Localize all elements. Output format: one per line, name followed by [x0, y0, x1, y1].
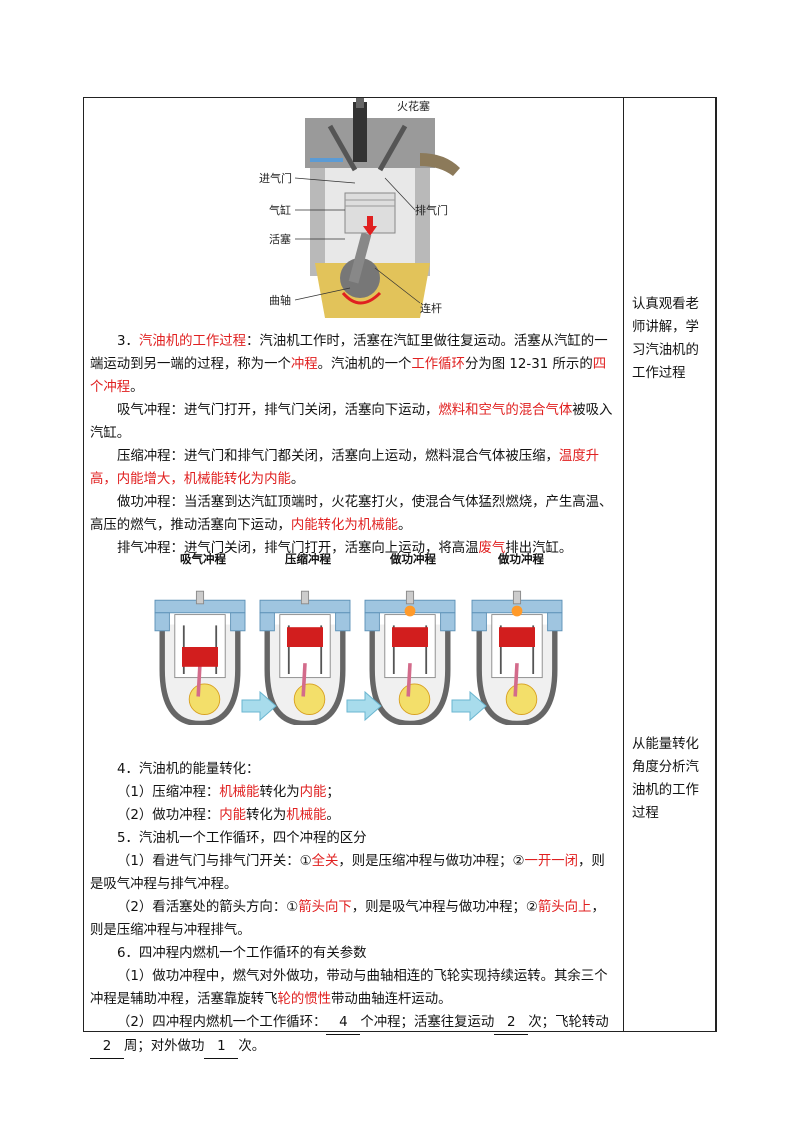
section-4-line-2: （2）做功冲程：内能转化为机械能。: [117, 808, 340, 823]
label-exhaust-valve: 排气门: [415, 203, 448, 217]
table-frame: [83, 97, 717, 1032]
section-3: 3．汽油机的工作过程：汽油机工作时，活塞在汽缸里做往复运动。活塞从汽缸的一端运动…: [90, 334, 608, 395]
label-spark-plug: 火花塞: [397, 99, 430, 113]
cylinder-power: [365, 591, 455, 723]
column-divider: [623, 97, 624, 1032]
engine-cutaway-figure: 火花塞 进气门 气缸 排气门 活塞 曲轴 连杆: [259, 98, 460, 318]
blank-reciprocations: 2: [494, 1011, 529, 1035]
stroke-title-4: 做功冲程: [497, 552, 544, 566]
section-4-head: 4．汽油机的能量转化：: [117, 762, 260, 777]
stroke-title-3: 做功冲程: [389, 552, 436, 566]
section-5-line-2: （2）看活塞处的箭头方向：①箭头向下，则是吸气冲程与做功冲程；②箭头向上，则是压…: [90, 900, 605, 938]
blank-rotations: 2: [90, 1035, 124, 1059]
power-stroke-text: 做功冲程：当活塞到达汽缸顶端时，火花塞打火，使混合气体猛烈燃烧，产生高温、高压的…: [90, 495, 613, 533]
stroke-title-2: 压缩冲程: [285, 552, 331, 566]
section-4-line-1: （1）压缩冲程：机械能转化为内能；: [117, 785, 340, 800]
label-connecting-rod: 连杆: [420, 301, 442, 315]
cylinder-intake: [155, 591, 245, 723]
label-intake-valve: 进气门: [259, 171, 292, 185]
main-content: 3．汽油机的工作过程：汽油机工作时，活塞在汽缸里做往复运动。活塞从汽缸的一端运动…: [90, 330, 618, 1059]
compression-stroke-text: 压缩冲程：进气门和排气门都关闭，活塞向上运动，燃料混合气体被压缩，温度升高，内能…: [90, 449, 600, 487]
blank-strokes: 4: [326, 1011, 361, 1035]
stroke-title-1: 吸气冲程: [180, 552, 226, 566]
section-5-head: 5．汽油机一个工作循环，四个冲程的区分: [117, 831, 367, 846]
label-crankshaft: 曲轴: [269, 293, 291, 307]
label-piston: 活塞: [269, 232, 291, 246]
blank-work-count: 1: [204, 1035, 239, 1059]
cylinder-compression: [260, 591, 350, 723]
side-note-1: 认真观看老师讲解，学习汽油机的工作过程: [632, 297, 699, 381]
section-6-line-1: （1）做功冲程中，燃气对外做功，带动与曲轴相连的飞轮实现持续运转。其余三个冲程是…: [90, 969, 608, 1007]
column-divider: [715, 97, 716, 1032]
cylinder-exhaust: [472, 591, 562, 723]
side-note-2: 从能量转化角度分析汽油机的工作过程: [632, 737, 699, 821]
intake-stroke-text: 吸气冲程：进气门打开，排气门关闭，活塞向下运动，燃料和空气的混合气体被吸入汽缸。: [90, 403, 613, 441]
four-stroke-figure: 吸气冲程 压缩冲程 做功冲程 做功冲程: [150, 552, 590, 725]
exhaust-stroke-text: 排气冲程：进气门关闭，排气门打开，活塞向上运动，将高温废气排出汽缸。: [117, 541, 573, 556]
section-6-head: 6．四冲程内燃机一个工作循环的有关参数: [117, 946, 367, 961]
label-cylinder: 气缸: [269, 203, 291, 217]
section-5-line-1: （1）看进气门与排气门开关：①全关，则是压缩冲程与做功冲程；②一开一闭，则是吸气…: [90, 854, 605, 892]
